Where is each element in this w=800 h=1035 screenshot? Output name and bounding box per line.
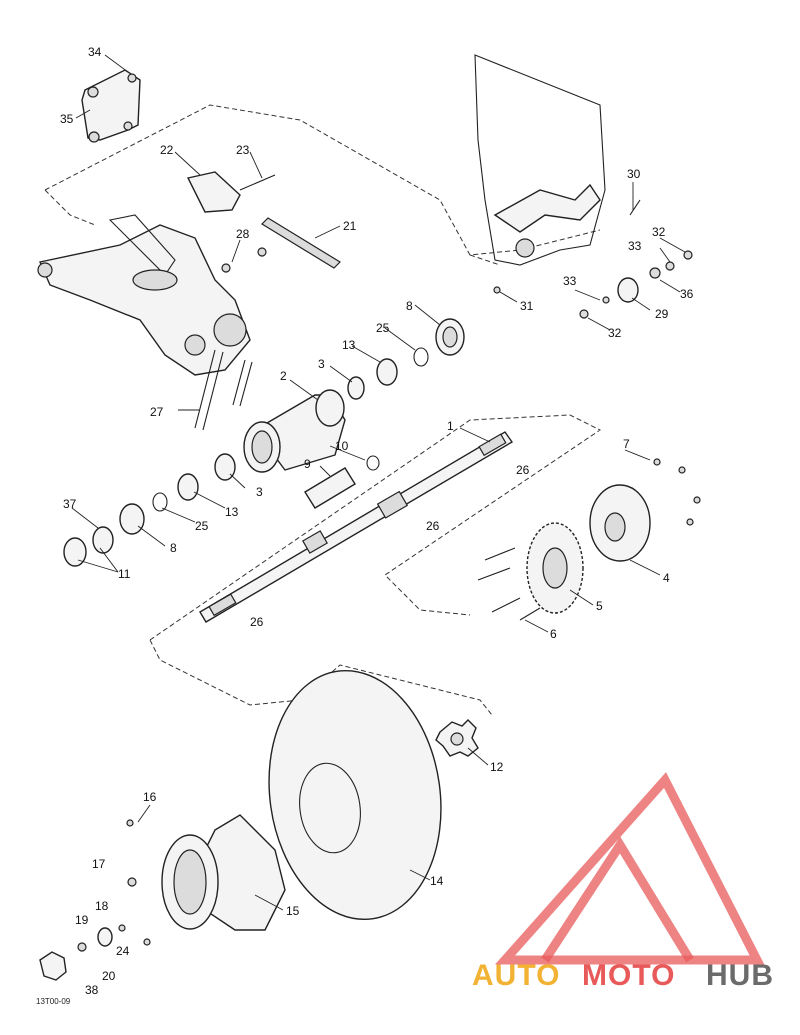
swing-arm	[37, 214, 251, 376]
callout-13-top: 13	[342, 338, 356, 352]
pad	[186, 171, 241, 213]
callout-6: 6	[550, 627, 557, 641]
bearing	[214, 453, 236, 481]
callout-2: 2	[280, 369, 287, 383]
assembly-outline-swingarm	[44, 104, 601, 266]
rim	[161, 814, 286, 931]
callout-35: 35	[60, 112, 74, 126]
callout-36: 36	[680, 287, 694, 301]
shock-bushing	[493, 199, 693, 319]
assembly-outline-axle	[149, 414, 601, 716]
nut	[63, 537, 87, 567]
pin	[239, 174, 276, 191]
callout-labels: 34 35 22 23 21 28 27 8 25 13 3 2 1 10 9 …	[36, 45, 694, 1006]
callout-8-top: 8	[406, 299, 413, 313]
callout-11: 11	[118, 567, 131, 581]
callout-30: 30	[627, 167, 641, 181]
callout-26-upper: 26	[516, 463, 530, 477]
callout-13-lower: 13	[225, 505, 239, 519]
wheel-hub	[435, 719, 479, 757]
callout-32-top: 32	[652, 225, 666, 239]
callout-16: 16	[143, 790, 157, 804]
callout-12: 12	[490, 760, 504, 774]
automotohub-logo: AUTO MOTO HUB	[472, 772, 774, 992]
frame-section	[474, 54, 606, 266]
lug-nuts	[39, 819, 151, 981]
callout-25-top: 25	[376, 321, 390, 335]
watermark-moto: MOTO	[582, 959, 675, 992]
rear-axle	[199, 431, 514, 623]
callout-18: 18	[95, 899, 109, 913]
callout-1: 1	[447, 419, 454, 433]
seal	[119, 503, 145, 535]
callout-19: 19	[75, 913, 89, 927]
ring	[366, 455, 380, 471]
callout-34: 34	[88, 45, 102, 59]
brake-disc	[589, 484, 651, 562]
chain	[261, 217, 341, 269]
callout-28: 28	[236, 227, 250, 241]
callout-8-lower: 8	[170, 541, 177, 555]
circlip	[152, 492, 168, 512]
callout-14: 14	[430, 874, 444, 888]
watermark-auto: AUTO	[472, 959, 560, 992]
callout-31: 31	[520, 299, 534, 313]
callout-26-lower: 26	[250, 615, 264, 629]
callout-3-lower: 3	[256, 485, 263, 499]
callout-5: 5	[596, 599, 603, 613]
callout-9: 9	[304, 457, 311, 471]
callout-15: 15	[286, 904, 300, 918]
callout-7: 7	[623, 437, 630, 451]
callout-22: 22	[160, 143, 174, 157]
callout-26-mid: 26	[426, 519, 440, 533]
bearing	[347, 376, 365, 400]
callout-32-lower: 32	[608, 326, 622, 340]
figure-code: 13T00-09	[36, 997, 71, 1006]
sprocket	[526, 522, 584, 614]
callout-25-lower: 25	[195, 519, 209, 533]
bearing	[376, 358, 398, 386]
bearing	[177, 473, 199, 501]
callout-20: 20	[102, 969, 116, 983]
sprocket-bolts	[477, 458, 701, 621]
nut	[92, 526, 114, 554]
bolts	[194, 349, 253, 431]
nut	[257, 247, 267, 257]
callout-4: 4	[663, 571, 670, 585]
bearing-carrier	[243, 389, 346, 473]
callout-29: 29	[655, 307, 669, 321]
bracket	[81, 69, 141, 143]
callout-10: 10	[335, 439, 349, 453]
nut	[221, 263, 231, 273]
callout-17: 17	[92, 857, 106, 871]
callout-33-top: 33	[628, 239, 642, 253]
watermark-hub: HUB	[706, 959, 774, 992]
callout-3-top: 3	[318, 357, 325, 371]
callout-33-lower: 33	[563, 274, 577, 288]
callout-21: 21	[343, 219, 357, 233]
leader-lines	[71, 54, 686, 911]
callout-24: 24	[116, 944, 130, 958]
seal-inner	[442, 326, 458, 348]
callout-27: 27	[150, 405, 164, 419]
callout-23: 23	[236, 143, 250, 157]
spacer	[304, 467, 356, 509]
callout-38: 38	[85, 983, 99, 997]
circlip	[413, 347, 429, 367]
tire	[268, 669, 442, 921]
callout-37: 37	[63, 497, 77, 511]
